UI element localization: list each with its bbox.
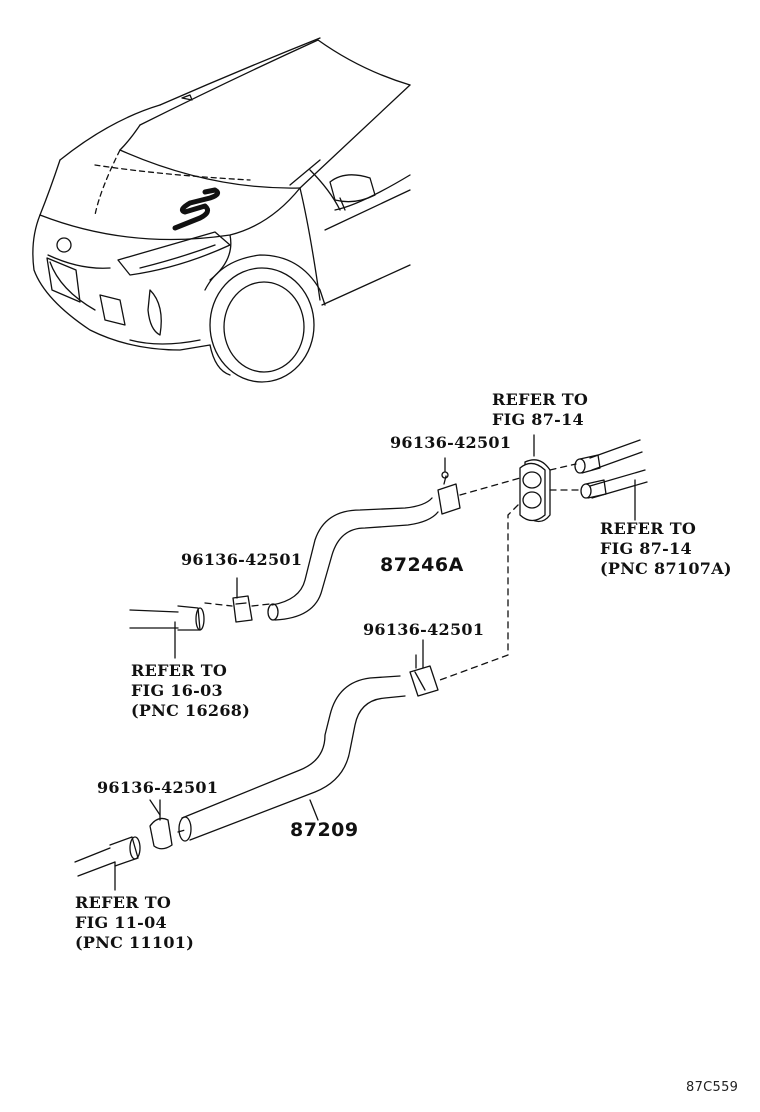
- ref-right-line1: REFER TO: [600, 519, 697, 538]
- ref-top-center-line1: REFER TO: [492, 390, 589, 409]
- ref-mid-left-line3: (PNC 16268): [131, 701, 251, 720]
- bulkhead-grommet: [519, 459, 551, 523]
- pipe-mid-left: [129, 605, 205, 659]
- ref-right-line3: (PNC 87107A): [600, 559, 732, 578]
- ref-bottom-left-line1: REFER TO: [75, 893, 172, 912]
- part-number-clip-lower-right: 96136-42501: [363, 620, 485, 639]
- ref-mid-left: REFER TO FIG 16-03 (PNC 16268): [131, 661, 250, 721]
- ref-right: REFER TO FIG 87-14 (PNC 87107A): [600, 519, 732, 579]
- ref-right-line2: FIG 87-14: [600, 539, 692, 558]
- ref-top-center-line2: FIG 87-14: [492, 410, 584, 429]
- pipe-bottom-left: [74, 836, 141, 891]
- part-number-clip-mid: 96136-42501: [181, 550, 303, 569]
- clip-lower-hose-end: [409, 654, 439, 697]
- part-number-clip-top: 96136-42501: [390, 433, 512, 452]
- part-number-hose-87209: 87209: [290, 819, 359, 841]
- ref-top-center: REFER TO FIG 87-14: [492, 390, 588, 430]
- guide-lines: [154, 463, 583, 833]
- ref-bottom-left: REFER TO FIG 11-04 (PNC 11101): [75, 893, 194, 953]
- clip-upper-hose-end: [437, 471, 461, 515]
- ref-bottom-left-line2: FIG 11-04: [75, 913, 167, 932]
- car-illustration: [32, 37, 411, 383]
- ref-mid-left-line1: REFER TO: [131, 661, 228, 680]
- ref-bottom-left-line3: (PNC 11101): [75, 933, 195, 952]
- clip-mid: [232, 595, 253, 623]
- heater-pipes-right: [574, 439, 648, 499]
- figure-code: 87C559: [686, 1080, 739, 1095]
- part-number-clip-lower-left: 96136-42501: [97, 778, 219, 797]
- hose-87246A: [267, 497, 439, 621]
- leader-lines: [149, 434, 636, 821]
- ref-mid-left-line2: FIG 16-03: [131, 681, 223, 700]
- part-number-hose-87246A: 87246A: [380, 554, 464, 576]
- hose-87209: [178, 675, 406, 842]
- clip-lower-left: [149, 799, 173, 850]
- hose-location-indicator: [172, 187, 220, 231]
